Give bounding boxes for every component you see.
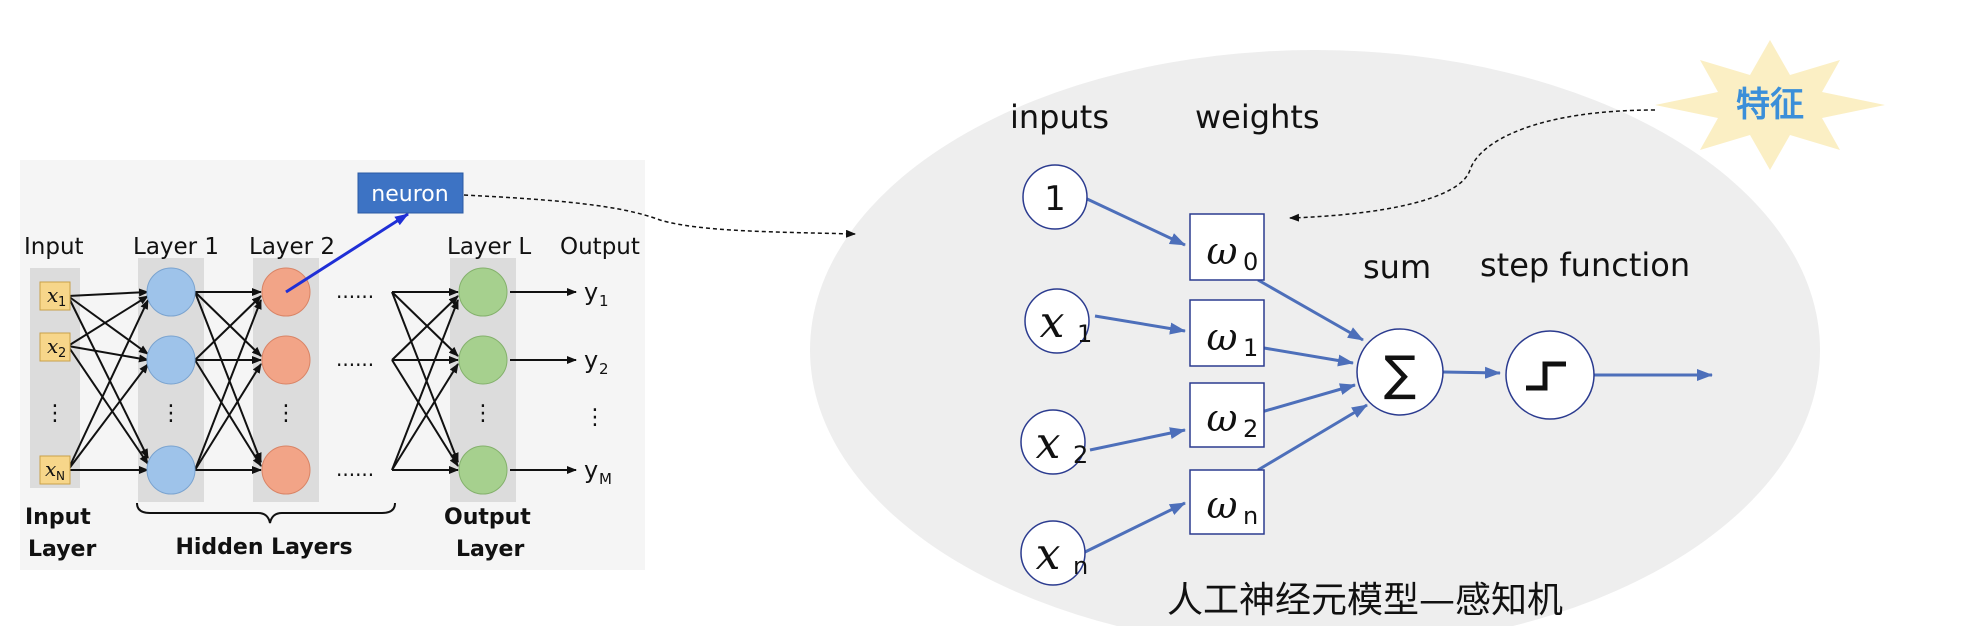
svg-text:1: 1 — [1243, 334, 1258, 362]
neuron-pointer — [285, 212, 409, 294]
sum-label: sum — [1363, 248, 1431, 286]
svg-text:ω: ω — [1207, 229, 1238, 273]
weight-box: ω 1 — [1189, 299, 1265, 367]
perceptron-background — [810, 50, 1820, 626]
feature-pointer — [1289, 109, 1656, 222]
sum-to-step-arrow — [1442, 366, 1501, 379]
svg-text:2: 2 — [58, 346, 66, 361]
perceptron-input-node: x 2 — [1020, 409, 1088, 475]
layer2-node — [261, 445, 311, 495]
input-node-x1: x 1 — [39, 281, 71, 311]
output-vertical-ellipsis: ⋮ — [584, 405, 606, 430]
step-function-node — [1505, 330, 1595, 420]
svg-text:2: 2 — [1243, 415, 1258, 443]
perceptron-input-node: x n — [1020, 520, 1088, 586]
layer2-vertical-ellipsis: ⋮ — [275, 401, 297, 426]
layerL-node — [458, 445, 508, 495]
neuron-label-box: neuron — [357, 172, 464, 214]
caption: 人工神经元模型—感知机 — [1167, 580, 1563, 621]
weights-label: weights — [1195, 98, 1320, 136]
weight-box: ω 2 — [1189, 382, 1265, 448]
svg-text:N: N — [56, 469, 65, 483]
svg-text:ω: ω — [1207, 396, 1238, 440]
svg-text:ω: ω — [1207, 483, 1238, 527]
weight-box: ω n — [1189, 469, 1265, 535]
neuron-link — [463, 194, 856, 238]
svg-text:1: 1 — [1044, 179, 1066, 219]
horizontal-ellipsis: ...... — [336, 347, 374, 371]
feature-label: 特征 — [1736, 85, 1804, 125]
layer2-node — [261, 335, 311, 385]
layerL-node — [458, 267, 508, 317]
svg-text:0: 0 — [1243, 248, 1258, 276]
svg-text:y: y — [584, 456, 598, 484]
neuron-label: neuron — [371, 182, 448, 207]
header-layer2: Layer 2 — [249, 234, 335, 260]
layer1-node — [146, 445, 196, 495]
output-yM: y M — [584, 456, 612, 488]
feature-burst: 特征 — [1655, 40, 1885, 170]
svg-text:1: 1 — [58, 295, 66, 310]
svg-text:x: x — [47, 334, 58, 358]
svg-text:M: M — [599, 470, 612, 488]
footer-output-layer-1: Output — [444, 505, 531, 530]
footer-output-layer-2: Layer — [456, 537, 524, 562]
footer-input-layer-2: Layer — [28, 537, 96, 562]
perceptron-input-node: x 1 — [1024, 288, 1092, 354]
svg-text:x: x — [45, 457, 56, 481]
layer1-node — [146, 267, 196, 317]
svg-text:2: 2 — [599, 360, 609, 378]
weight-box: ω 0 — [1189, 213, 1265, 281]
header-output: Output — [560, 234, 640, 260]
svg-text:y: y — [584, 278, 598, 306]
inputs-label: inputs — [1010, 98, 1109, 136]
svg-text:x: x — [1036, 418, 1061, 469]
svg-text:y: y — [584, 346, 598, 374]
step-function-label: step function — [1480, 246, 1690, 284]
svg-text:2: 2 — [1073, 441, 1088, 469]
perceptron-input-node: 1 — [1022, 164, 1088, 230]
horizontal-ellipsis: ...... — [336, 279, 374, 303]
output-y1: y 1 — [584, 278, 609, 310]
weight-sum-arrows — [1257, 278, 1368, 472]
svg-text:ω: ω — [1207, 315, 1238, 359]
step-icon — [1526, 361, 1566, 391]
header-input: Input — [24, 234, 84, 260]
layer1-vertical-ellipsis: ⋮ — [160, 401, 182, 426]
svg-text:x: x — [47, 283, 58, 307]
svg-text:1: 1 — [599, 292, 609, 310]
input-vertical-ellipsis: ⋮ — [44, 401, 66, 426]
output-y2: y 2 — [584, 346, 609, 378]
layer1-node — [146, 335, 196, 385]
svg-text:n: n — [1073, 552, 1088, 580]
network-panel — [20, 160, 645, 570]
svg-text:∑: ∑ — [1384, 346, 1416, 402]
layerL-node — [458, 335, 508, 385]
header-layerL: Layer L — [447, 234, 531, 260]
footer-input-layer-1: Input — [25, 505, 91, 530]
hidden-layers-brace — [136, 502, 396, 524]
svg-text:x: x — [1036, 529, 1061, 580]
svg-text:1: 1 — [1077, 320, 1092, 348]
horizontal-ellipsis: ...... — [336, 457, 374, 481]
network-connections — [67, 288, 577, 474]
input-node-xN: x N — [39, 455, 71, 485]
layerL-vertical-ellipsis: ⋮ — [472, 401, 494, 426]
svg-text:n: n — [1243, 502, 1258, 530]
header-layer1: Layer 1 — [133, 234, 219, 260]
input-weight-arrows — [1082, 196, 1186, 555]
input-node-x2: x 2 — [39, 332, 71, 362]
footer-hidden-layers: Hidden Layers — [175, 535, 352, 560]
sum-node: ∑ — [1356, 328, 1444, 416]
svg-text:x: x — [1040, 297, 1065, 348]
